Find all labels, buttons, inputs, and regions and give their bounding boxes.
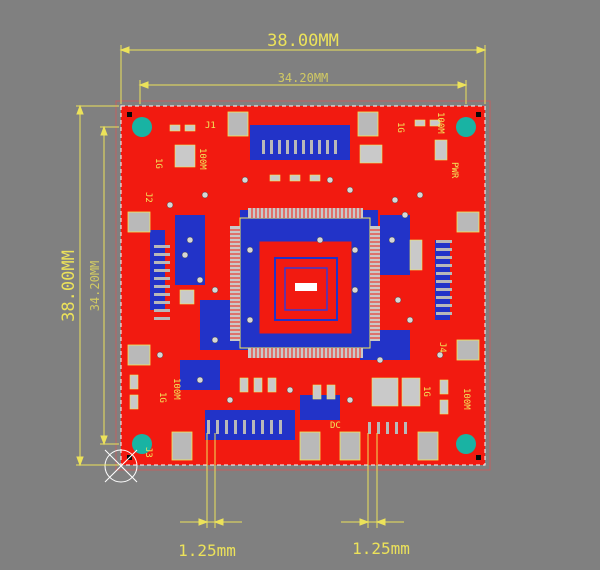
connector-pin-rows xyxy=(154,140,452,434)
label-j2: J2 xyxy=(143,192,153,203)
label-dc: DC xyxy=(330,421,341,431)
origin-marker-icon xyxy=(104,449,138,483)
ic-pins xyxy=(230,208,380,358)
label-led-100m-top-right: 100M xyxy=(435,112,445,134)
label-led-100m-bottom-left: 100M xyxy=(171,378,181,400)
label-led-1g-bottom-right: 1G xyxy=(421,386,431,397)
mounting-hole-bottom-right[interactable] xyxy=(456,434,476,454)
mounting-hole-top-left[interactable] xyxy=(132,117,152,137)
dimension-pitch-right: 1.25mm xyxy=(352,539,410,558)
j1-mount-pad-right[interactable] xyxy=(357,111,379,137)
label-pwr: PWR xyxy=(449,162,459,179)
j3-mount-pad-left[interactable] xyxy=(171,431,193,461)
j4-mount-pad-top[interactable] xyxy=(456,211,480,233)
label-led-100m-top-left: 100M xyxy=(197,148,207,170)
label-j1: J1 xyxy=(205,121,216,131)
dimension-lines xyxy=(76,45,487,528)
dc-mount-pad-right[interactable] xyxy=(417,431,439,461)
label-led-100m-bottom-right: 100M xyxy=(461,388,471,410)
power-inductor[interactable] xyxy=(371,377,399,407)
dimension-height-outer: 38.00MM xyxy=(59,250,79,322)
smd-components xyxy=(129,119,449,415)
ic-pin-gaps xyxy=(230,208,380,358)
j2-mount-pad-top[interactable] xyxy=(127,211,151,233)
j1-mount-pad-left[interactable] xyxy=(227,111,249,137)
label-led-1g-top-right: 1G xyxy=(395,122,405,133)
label-led-1g-bottom-left: 1G xyxy=(157,392,167,403)
dimension-height-inner: 34.20MM xyxy=(88,261,102,312)
mounting-hole-bottom-left[interactable] xyxy=(132,434,152,454)
j2-mount-pad-bottom[interactable] xyxy=(127,344,151,366)
label-led-1g-top-left: 1G xyxy=(153,158,163,169)
dc-mount-pad-left[interactable] xyxy=(339,431,361,461)
dimension-width-inner: 34.20MM xyxy=(278,71,329,85)
board-edge xyxy=(120,105,486,466)
power-capacitor[interactable] xyxy=(401,377,421,407)
j4-mount-pad-bottom[interactable] xyxy=(456,339,480,361)
main-ic[interactable] xyxy=(239,217,371,349)
dimension-width-outer: 38.00MM xyxy=(267,31,339,51)
label-j3: J3 xyxy=(143,447,153,458)
vias xyxy=(156,176,444,404)
j3-mount-pad-right[interactable] xyxy=(299,431,321,461)
mounting-hole-top-right[interactable] xyxy=(456,117,476,137)
dimension-pitch-left: 1.25mm xyxy=(178,541,236,560)
label-j4: J4 xyxy=(437,342,447,353)
keepout-outline xyxy=(115,100,491,471)
